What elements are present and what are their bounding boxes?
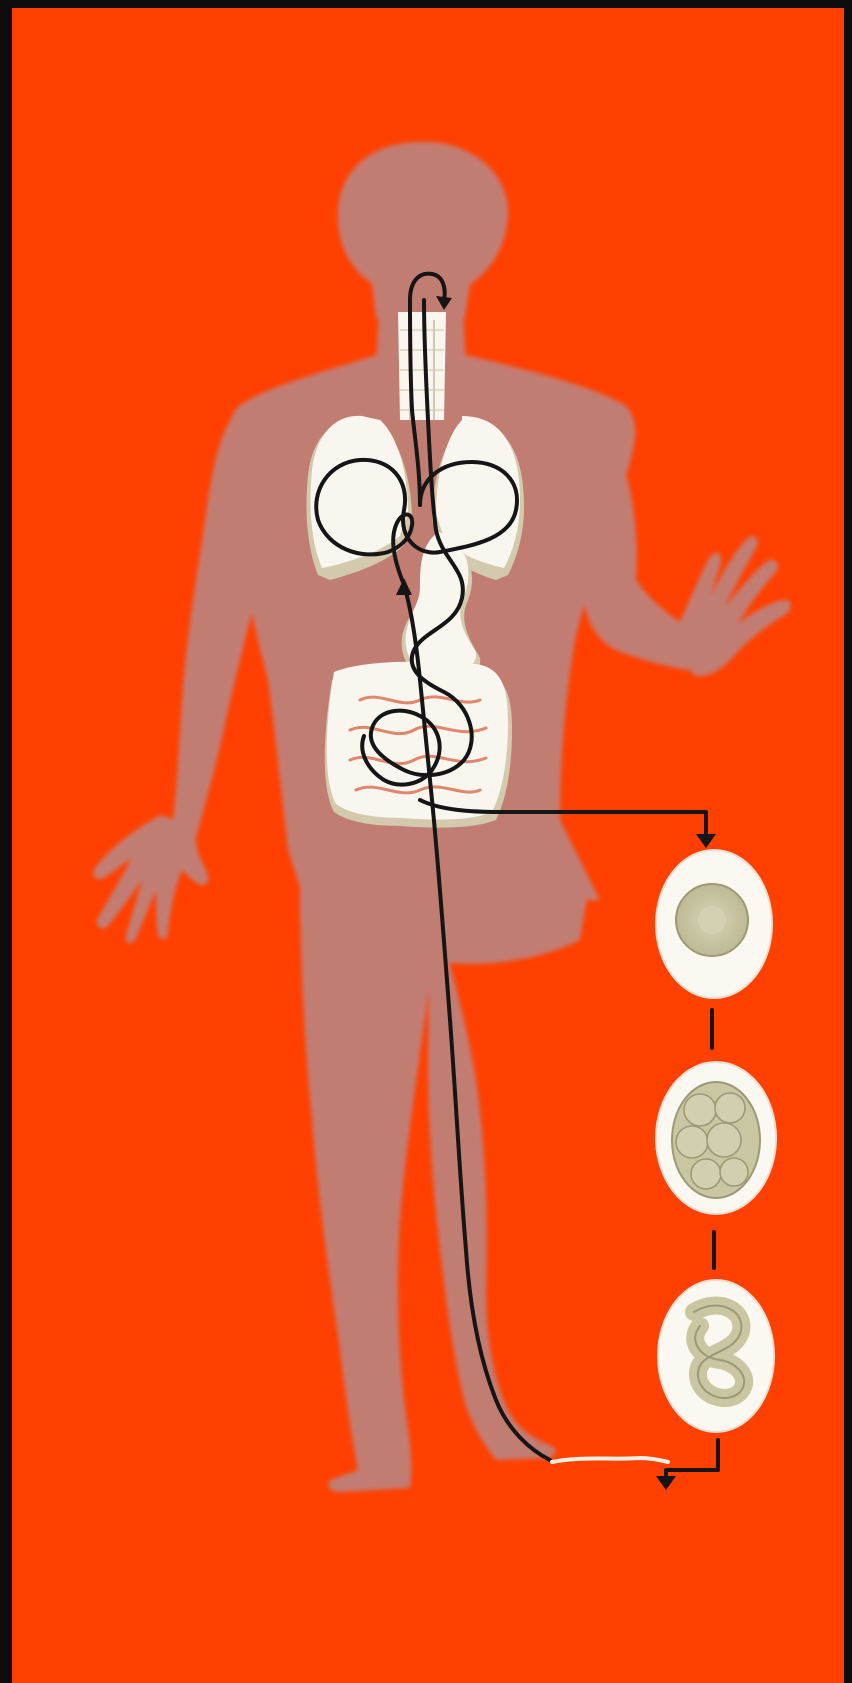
egg-stage-3 — [658, 1280, 774, 1432]
egg-stage-1 — [656, 850, 772, 998]
intestines-face — [327, 662, 508, 820]
egg-2-cell-c — [676, 1126, 708, 1158]
egg-2-cell-a — [684, 1094, 716, 1126]
trachea-organ — [398, 312, 446, 420]
intestines-organ — [325, 662, 512, 828]
card-edge-top — [0, 0, 852, 8]
egg-2-cell-d — [707, 1123, 741, 1157]
egg-2-cell-f — [720, 1158, 748, 1186]
egg-stage-2 — [656, 1062, 776, 1214]
egg-2-cell-e — [691, 1159, 721, 1189]
card-edge-right — [844, 0, 852, 1683]
egg-2-cell-b — [715, 1093, 745, 1123]
card-edge-left — [0, 0, 12, 1683]
egg-1-cell-core — [698, 906, 726, 934]
trachea-tube — [398, 312, 446, 420]
